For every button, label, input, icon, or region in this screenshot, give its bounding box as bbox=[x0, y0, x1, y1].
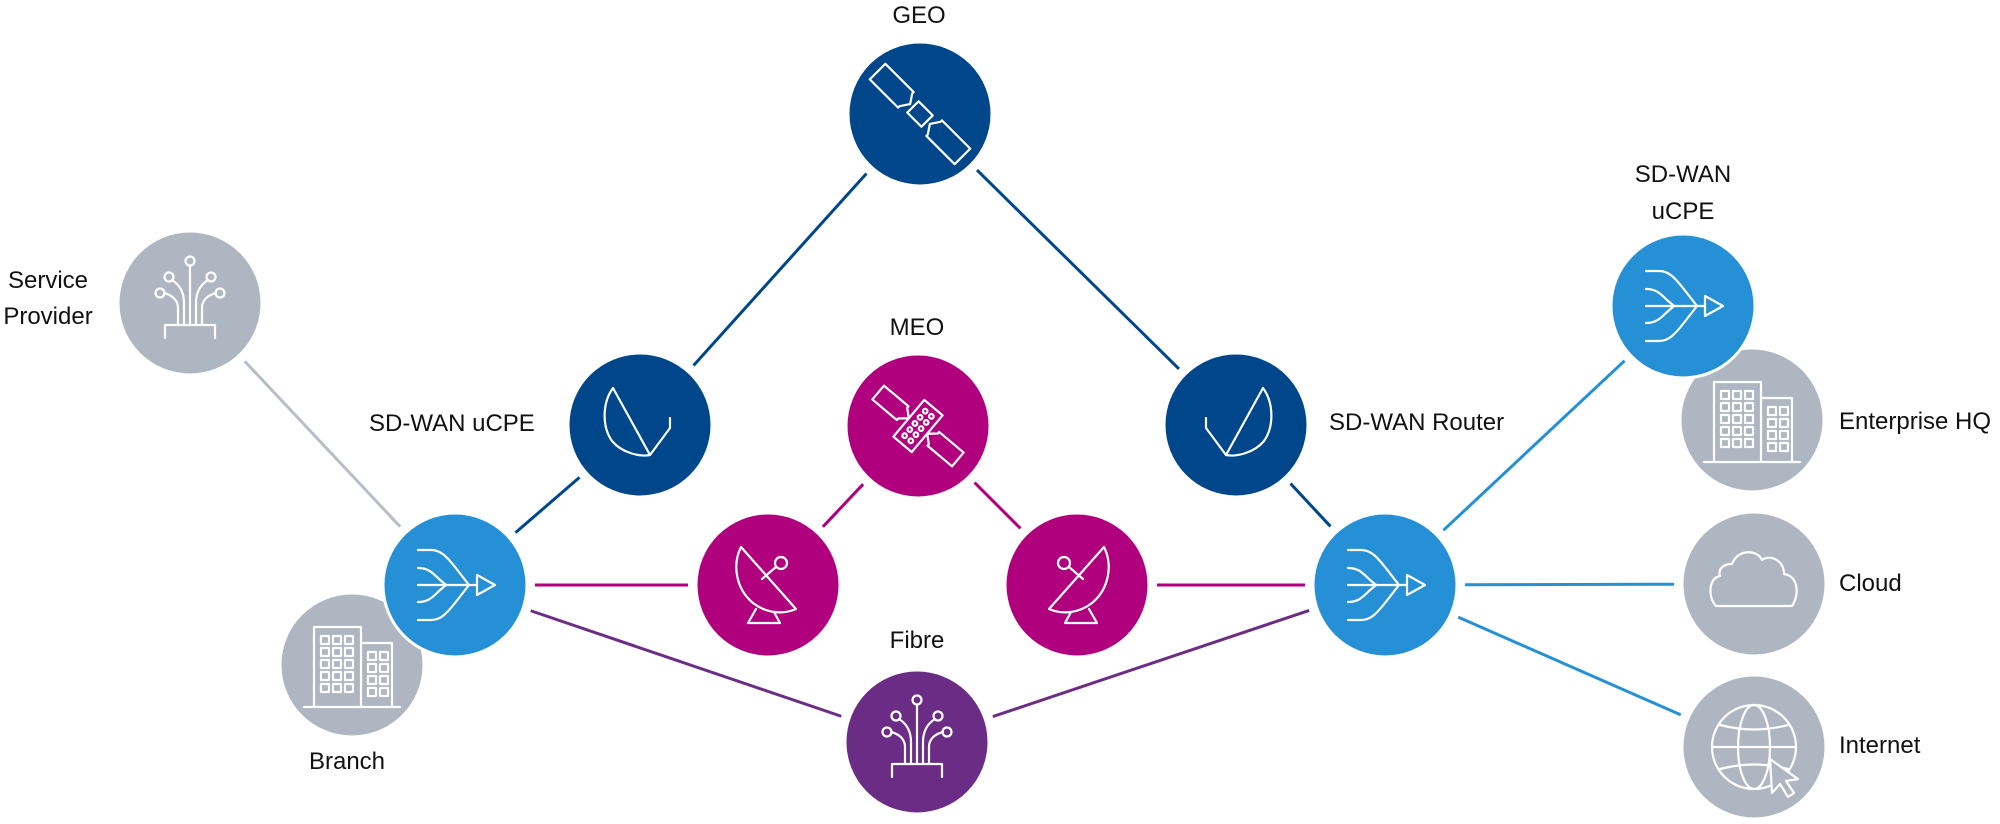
fibre-label: Fibre bbox=[889, 627, 945, 654]
nodes-layer bbox=[116, 40, 1828, 821]
node-vsat-dish-left[interactable] bbox=[566, 351, 714, 499]
sdwan-ucpe-left-label: SD-WAN uCPE bbox=[369, 410, 535, 437]
node-cloud[interactable] bbox=[1680, 510, 1828, 658]
node-internet[interactable] bbox=[1680, 673, 1828, 821]
meo-label: MEO bbox=[889, 314, 945, 341]
node-ground-station-left[interactable] bbox=[694, 511, 842, 659]
link-geo-to-vsat-dish-right bbox=[975, 169, 1181, 370]
node-circle bbox=[844, 352, 992, 500]
link-meo-to-ground-station-right bbox=[973, 481, 1022, 530]
node-ground-station-right[interactable] bbox=[1003, 511, 1151, 659]
node-circle bbox=[1680, 510, 1828, 658]
link-sdwan-router-to-internet bbox=[1457, 615, 1682, 717]
branch-label: Branch bbox=[308, 748, 386, 775]
internet-label: Internet bbox=[1839, 732, 1921, 759]
service-provider-label-line2: Provider bbox=[3, 303, 93, 330]
service-provider-label-line1: Service bbox=[7, 267, 89, 294]
node-circle bbox=[1003, 511, 1151, 659]
node-circle bbox=[846, 40, 994, 188]
link-ground-station-left-to-meo bbox=[821, 483, 865, 528]
links-layer bbox=[243, 169, 1682, 718]
node-meo[interactable] bbox=[844, 352, 992, 500]
node-sdwan-ucpe-right[interactable] bbox=[1609, 232, 1757, 380]
node-circle bbox=[566, 351, 714, 499]
sdwan-ucpe-right-label-line1: SD-WAN bbox=[1634, 161, 1732, 188]
link-vsat-dish-right-to-sdwan-router bbox=[1289, 482, 1332, 528]
link-sdwan-router-to-cloud bbox=[1464, 582, 1675, 587]
node-branch[interactable] bbox=[278, 591, 426, 739]
enterprise-hq-label: Enterprise HQ bbox=[1839, 408, 1992, 435]
node-service-provider[interactable] bbox=[116, 229, 264, 377]
sdwan-ucpe-right-label-line2: uCPE bbox=[1651, 198, 1715, 225]
node-sdwan-router[interactable] bbox=[1311, 511, 1459, 659]
link-fibre-to-sdwan-router bbox=[992, 609, 1310, 718]
link-service-provider-to-sdwan-ucpe-left bbox=[243, 360, 402, 528]
node-geo[interactable] bbox=[846, 40, 994, 188]
geo-label: GEO bbox=[892, 2, 946, 29]
node-fibre[interactable] bbox=[843, 668, 991, 816]
cloud-label: Cloud bbox=[1839, 570, 1902, 597]
link-sdwan-ucpe-left-to-fibre bbox=[530, 609, 842, 718]
link-sdwan-router-to-sdwan-ucpe-right bbox=[1442, 359, 1626, 532]
sdwan-router-label: SD-WAN Router bbox=[1329, 409, 1505, 436]
node-sdwan-ucpe-left[interactable] bbox=[381, 511, 529, 659]
node-circle bbox=[1162, 351, 1310, 499]
link-vsat-dish-left-to-geo bbox=[692, 172, 868, 367]
link-sdwan-ucpe-left-to-vsat-dish-left bbox=[514, 476, 581, 534]
node-enterprise-hq[interactable] bbox=[1678, 346, 1826, 494]
node-circle bbox=[694, 511, 842, 659]
sdwan-ucpe-right-label: SD-WAN uCPE bbox=[1635, 156, 1731, 230]
node-vsat-dish-right[interactable] bbox=[1162, 351, 1310, 499]
service-provider-label: Service Provider bbox=[3, 263, 92, 335]
